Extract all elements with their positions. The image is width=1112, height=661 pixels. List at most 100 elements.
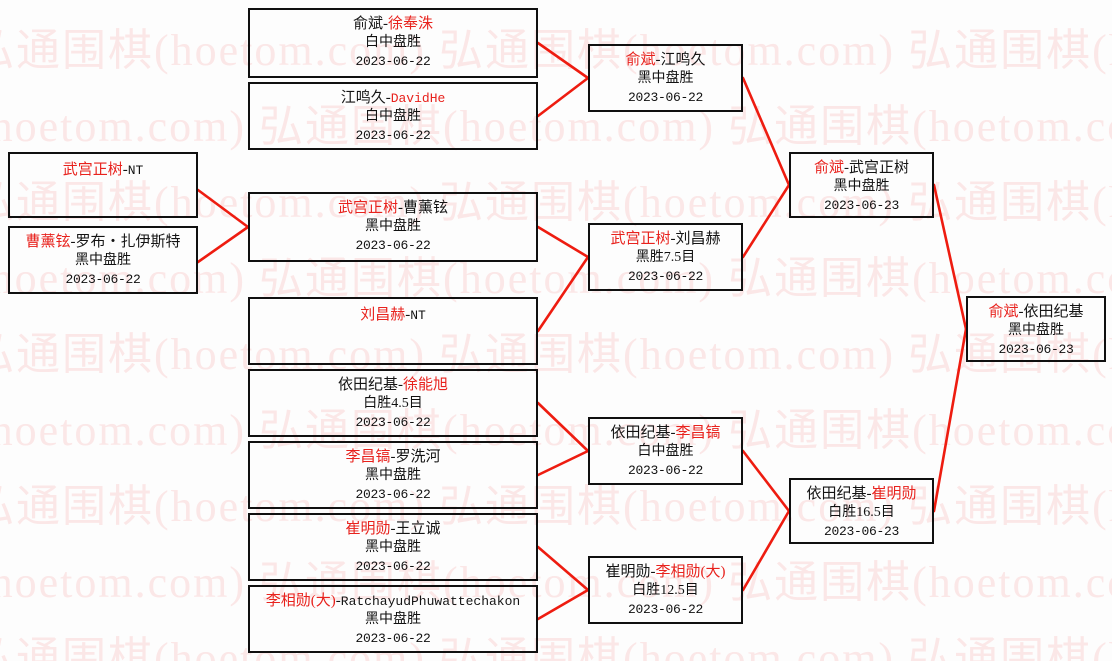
connector-line xyxy=(536,255,590,333)
player-winner: 俞斌 xyxy=(988,304,1019,320)
match-date: 2023-06-22 xyxy=(65,272,141,288)
match-box-r2m1[interactable]: 俞斌-江鸣久 黑中盘胜 2023-06-22 xyxy=(588,44,743,112)
connector-line xyxy=(741,449,791,513)
match-box-r1m10[interactable]: 李相勋(大)-RatchayudPhuwattechakon 黑中盘胜 2023… xyxy=(248,585,538,653)
player-separator: - xyxy=(866,486,872,502)
match-date: 2023-06-22 xyxy=(627,269,703,285)
match-result: 白中盘胜 xyxy=(365,35,421,51)
match-players: 曹薰铉-罗布・扎伊斯特 xyxy=(10,232,196,252)
player-loser: 刘昌赫 xyxy=(675,231,721,247)
match-date: 2023-06-22 xyxy=(355,54,431,70)
match-result: 白胜16.5目 xyxy=(828,505,895,521)
player-separator: - xyxy=(383,16,388,32)
player-loser: 王立诚 xyxy=(395,521,441,537)
match-players: 武宫正树-NT xyxy=(10,160,196,180)
match-box-r1m9[interactable]: 崔明勋-王立诚 黑中盘胜 2023-06-22 xyxy=(248,513,538,581)
match-result: 黑中盘胜 xyxy=(365,468,421,484)
watermark-text: 弘通围棋(hoetom.com) 弘通围棋(hoetom.com) 弘通围棋(h… xyxy=(0,26,1112,75)
player-winner: 刘昌赫 xyxy=(360,307,406,323)
player-separator: - xyxy=(70,234,76,250)
connector-line xyxy=(536,545,590,592)
player-loser: 依田纪基 xyxy=(1023,304,1084,320)
player-winner: 李相勋(大) xyxy=(655,564,726,580)
player-loser: 依田纪基 xyxy=(337,377,398,393)
player-separator: - xyxy=(670,231,676,247)
player-winner: 李相勋(大) xyxy=(265,593,336,609)
watermark-text: 弘通围棋(hoetom.com) 弘通围棋(hoetom.com) 弘通围棋(h… xyxy=(0,558,1112,607)
player-separator: - xyxy=(335,593,341,609)
player-loser: 依田纪基 xyxy=(806,486,867,502)
match-players: 崔明勋-王立诚 xyxy=(250,519,536,539)
match-box-r1m3[interactable]: 武宫正树-NT xyxy=(8,152,198,218)
match-date: 2023-06-22 xyxy=(627,463,703,479)
player-separator: - xyxy=(398,377,403,393)
connector-line xyxy=(741,183,791,259)
match-box-r2m4[interactable]: 崔明勋-李相勋(大) 白胜12.5目 2023-06-22 xyxy=(588,556,743,624)
player-winner: 崔明勋 xyxy=(871,486,917,502)
match-players: 李相勋(大)-RatchayudPhuwattechakon xyxy=(250,591,536,611)
match-result: 黑中盘胜 xyxy=(75,253,131,269)
watermark-text: 弘通围棋(hoetom.com) 弘通围棋(hoetom.com) 弘通围棋(h… xyxy=(0,482,1112,531)
player-separator: - xyxy=(398,200,403,216)
connector-line xyxy=(536,449,590,477)
connector-line xyxy=(932,327,968,513)
match-players: 武宫正树-曹薰铉 xyxy=(250,198,536,218)
player-winner: 曹薰铉 xyxy=(25,234,71,250)
connector-line xyxy=(536,76,590,118)
connector-line xyxy=(932,183,968,331)
match-players: 依田纪基-崔明勋 xyxy=(791,484,932,504)
player-winner: 李昌镐 xyxy=(675,425,721,441)
player-loser: 江鸣久 xyxy=(660,52,706,68)
match-box-r1m8[interactable]: 李昌镐-罗洗河 黑中盘胜 2023-06-22 xyxy=(248,441,538,509)
match-box-r1m6[interactable]: 刘昌赫-NT xyxy=(248,297,538,365)
player-loser: 罗洗河 xyxy=(395,449,441,465)
match-result: 白中盘胜 xyxy=(637,444,694,460)
player-winner: DavidHe xyxy=(390,91,446,106)
match-box-r1m4[interactable]: 曹薰铉-罗布・扎伊斯特 黑中盘胜 2023-06-22 xyxy=(8,226,198,294)
player-separator: - xyxy=(670,425,676,441)
match-result: 黑中盘胜 xyxy=(365,612,421,628)
match-players: 武宫正树-刘昌赫 xyxy=(590,229,741,249)
player-separator: - xyxy=(122,162,128,178)
match-result: 白中盘胜 xyxy=(365,109,421,125)
player-loser: 崔明勋 xyxy=(605,564,651,580)
match-box-r2m2[interactable]: 武宫正树-刘昌赫 黑胜7.5目 2023-06-22 xyxy=(588,223,743,291)
match-box-r2m3[interactable]: 依田纪基-李昌镐 白中盘胜 2023-06-22 xyxy=(588,417,743,485)
player-separator: - xyxy=(390,521,396,537)
player-loser: 曹薰铉 xyxy=(403,200,449,216)
watermark-text: 弘通围棋(hoetom.com) 弘通围棋(hoetom.com) 弘通围棋(h… xyxy=(0,330,1112,379)
player-separator: - xyxy=(390,449,396,465)
player-loser: 江鸣久 xyxy=(340,90,386,106)
connector-line xyxy=(196,225,250,264)
match-box-r3m2[interactable]: 依田纪基-崔明勋 白胜16.5目 2023-06-23 xyxy=(789,478,934,544)
match-box-r1m5[interactable]: 武宫正树-曹薰铉 黑中盘胜 2023-06-22 xyxy=(248,192,538,262)
match-box-r1m7[interactable]: 依田纪基-徐能旭 白胜4.5目 2023-06-22 xyxy=(248,369,538,437)
player-winner: 俞斌 xyxy=(625,52,656,68)
player-separator: - xyxy=(385,90,391,106)
match-box-final[interactable]: 俞斌-依田纪基 黑中盘胜 2023-06-23 xyxy=(966,296,1106,362)
match-result: 黑中盘胜 xyxy=(1008,323,1064,339)
player-winner: 徐奉洙 xyxy=(388,16,434,32)
match-box-r1m1[interactable]: 俞斌-徐奉洙 白中盘胜 2023-06-22 xyxy=(248,8,538,78)
match-date: 2023-06-22 xyxy=(627,90,703,106)
player-separator: - xyxy=(650,564,656,580)
match-date: 2023-06-22 xyxy=(627,602,703,618)
player-winner: 崔明勋 xyxy=(345,521,391,537)
match-players: 崔明勋-李相勋(大) xyxy=(590,562,741,582)
match-result: 白胜4.5目 xyxy=(363,396,423,412)
player-loser: RatchayudPhuwattechakon xyxy=(340,594,521,609)
match-players: 依田纪基-徐能旭 xyxy=(250,375,536,395)
player-separator: - xyxy=(405,307,411,323)
match-box-r1m2[interactable]: 江鸣久-DavidHe 白中盘胜 2023-06-22 xyxy=(248,82,538,150)
match-date: 2023-06-22 xyxy=(355,238,431,254)
match-box-r3m1[interactable]: 俞斌-武宫正树 黑中盘胜 2023-06-23 xyxy=(789,152,934,218)
match-players: 俞斌-徐奉洙 xyxy=(250,14,536,34)
connector-line xyxy=(536,401,590,453)
match-date: 2023-06-23 xyxy=(998,342,1074,358)
watermark-text: 弘通围棋(hoetom.com) 弘通围棋(hoetom.com) 弘通围棋(h… xyxy=(0,102,1112,151)
connector-line xyxy=(741,76,791,187)
match-result: 黑中盘胜 xyxy=(365,219,421,235)
match-players: 俞斌-武宫正树 xyxy=(791,158,932,178)
match-players: 俞斌-江鸣久 xyxy=(590,50,741,70)
